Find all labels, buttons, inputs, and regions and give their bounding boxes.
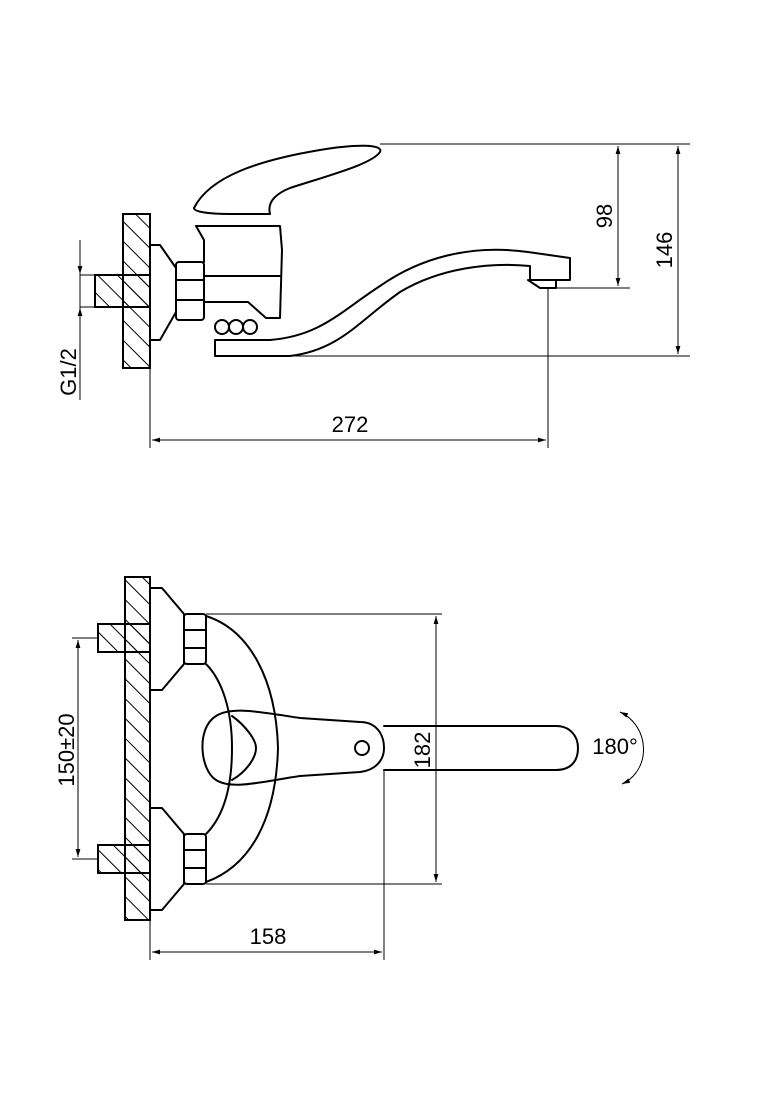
upper-nut [183, 613, 207, 665]
dim-body-height: 182 [410, 732, 435, 769]
spout [214, 248, 571, 357]
side-dimensions: 272 98 146 G1/2 [56, 143, 690, 448]
rotation-arrow [619, 711, 644, 785]
front-lever [201, 709, 385, 786]
lower-inlet [97, 844, 151, 874]
front-dimensions: 182 150±20 158 [54, 613, 442, 960]
aerator-ring [214, 319, 230, 335]
inlet-pipe [94, 274, 151, 308]
upper-inlet [97, 623, 151, 653]
upper-eccentric [149, 587, 185, 691]
eccentric-cone [149, 244, 177, 341]
mixer-body [195, 225, 283, 319]
lever-pin [354, 740, 370, 756]
lower-nut [183, 833, 207, 885]
dim-spout-height: 98 [592, 204, 617, 228]
dim-depth: 158 [250, 924, 287, 949]
aerator-ring [242, 319, 258, 335]
dim-rotation: 180° [592, 734, 638, 759]
dim-total-height: 146 [652, 232, 677, 269]
front-body [205, 615, 279, 883]
lower-eccentric [149, 807, 185, 911]
dim-length: 272 [332, 412, 369, 437]
lever-sweep [383, 725, 579, 771]
dim-thread: G1/2 [56, 348, 81, 396]
aerator-ring [228, 319, 244, 335]
front-view: 180° [97, 576, 644, 921]
hex-nut [175, 261, 205, 321]
dim-center-distance: 150±20 [54, 713, 79, 786]
lever-handle [193, 144, 382, 215]
side-view [94, 144, 571, 369]
